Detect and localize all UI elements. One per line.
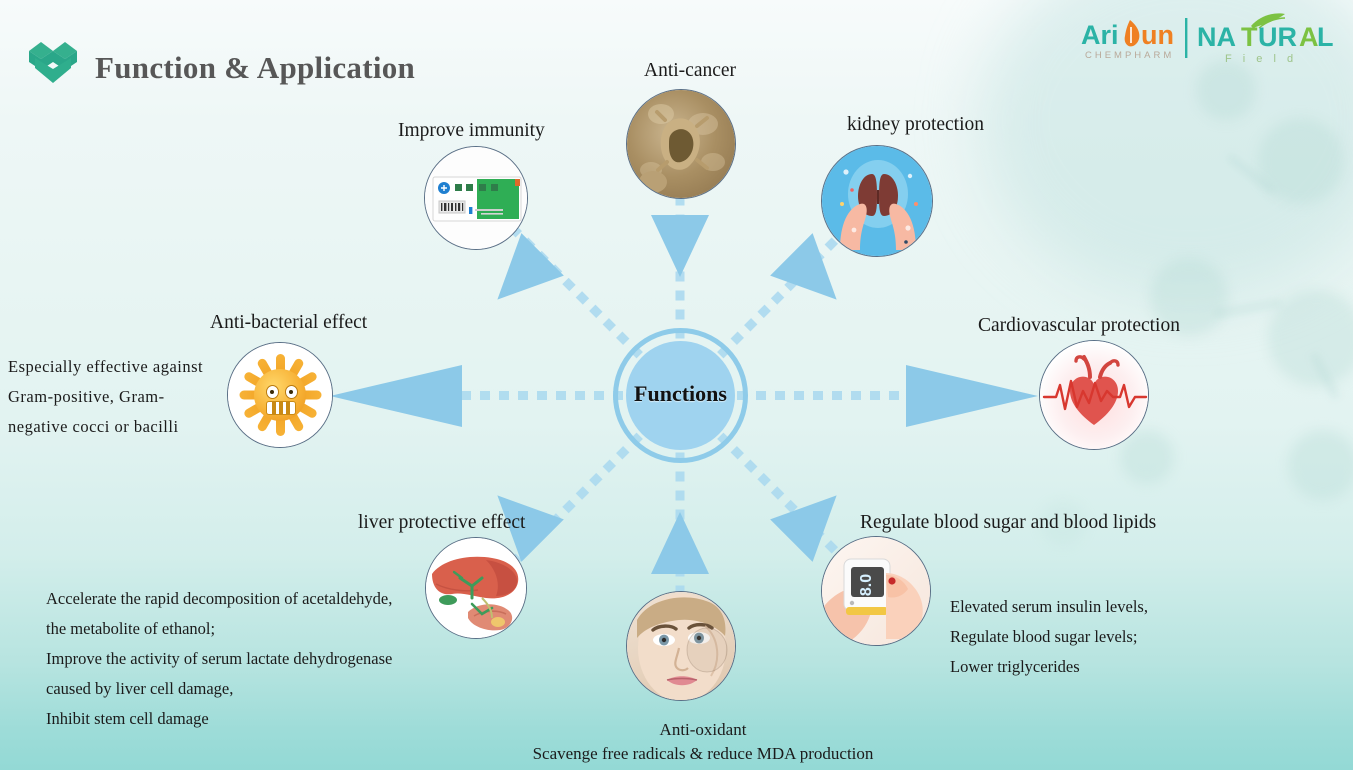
logo-icon (24, 38, 82, 88)
label-liver-protective: liver protective effect (358, 512, 526, 533)
label-cardiovascular: Cardiovascular protection (978, 315, 1180, 336)
description-liver-line1: Accelerate the rapid decomposition of ac… (46, 589, 393, 608)
description-anti-bacterial-line1: Especially effective against (8, 357, 204, 376)
description-anti-bacterial-line3: negative cocci or bacilli (8, 417, 179, 436)
spoke-line (680, 391, 930, 400)
svg-text:UR: UR (1258, 22, 1297, 52)
center-label: Functions (634, 381, 727, 406)
caption-anti-oxidant-line2: Scavenge free radicals & reduce MDA prod… (532, 744, 874, 763)
description-liver-line4: caused by liver cell damage, (46, 679, 234, 698)
description-anti-bacterial: Especially effective against Gram-positi… (8, 352, 223, 442)
description-blood-sugar-line3: Lower triglycerides (950, 657, 1080, 676)
caption-anti-oxidant: Anti-oxidant Scavenge free radicals & re… (453, 718, 953, 766)
arrow-anti-oxidant (651, 512, 709, 574)
bg-molecule-node (1288, 430, 1353, 500)
label-kidney-protection: kidney protection (847, 114, 985, 135)
node-kidney-protection[interactable] (821, 145, 933, 257)
arrow-anti-cancer (651, 215, 709, 277)
description-liver-line5: Inhibit stem cell damage (46, 709, 209, 728)
description-blood-sugar-line1: Elevated serum insulin levels, (950, 597, 1148, 616)
node-improve-immunity[interactable] (424, 146, 528, 250)
node-anti-bacterial[interactable] (227, 342, 333, 448)
bacteria-icon (228, 343, 332, 447)
svg-text:CHEMPHARM: CHEMPHARM (1085, 50, 1174, 61)
node-cardiovascular[interactable] (1039, 340, 1149, 450)
node-liver-protective[interactable] (425, 537, 527, 639)
svg-text:un: un (1141, 20, 1174, 50)
bg-molecule-node (1150, 258, 1228, 336)
svg-text:8.0: 8.0 (858, 574, 875, 596)
description-blood-sugar: Elevated serum insulin levels, Regulate … (950, 592, 1250, 682)
center-disc (626, 341, 735, 450)
svg-text:F i e l d: F i e l d (1225, 53, 1297, 65)
node-anti-cancer[interactable] (626, 89, 736, 199)
page-title: Function & Application (95, 50, 416, 85)
bg-molecule-node (1040, 500, 1086, 546)
label-anti-bacterial: Anti-bacterial effect (210, 312, 368, 333)
node-anti-oxidant[interactable] (626, 591, 736, 701)
svg-text:NA: NA (1197, 22, 1236, 52)
label-blood-sugar-lipids: Regulate blood sugar and blood lipids (860, 512, 1157, 533)
center-ring (613, 328, 748, 463)
svg-text:T: T (1241, 22, 1258, 52)
description-liver-line2: the metabolite of ethanol; (46, 619, 216, 638)
arrow-cardiovascular (906, 365, 1038, 427)
bg-molecule-node (1258, 118, 1344, 204)
svg-text:L: L (1317, 22, 1334, 52)
brand-logo: Ari un CHEMPHARM NA T UR A L F i e l d (1073, 10, 1341, 72)
label-anti-cancer: Anti-cancer (644, 60, 737, 81)
label-improve-immunity: Improve immunity (398, 120, 545, 141)
svg-text:Ari: Ari (1081, 20, 1119, 50)
bg-molecule-node (1196, 60, 1256, 120)
description-liver: Accelerate the rapid decomposition of ac… (46, 584, 466, 734)
description-blood-sugar-line2: Regulate blood sugar levels; (950, 627, 1138, 646)
description-anti-bacterial-line2: Gram-positive, Gram- (8, 387, 165, 406)
svg-text:A: A (1299, 22, 1319, 52)
arrow-anti-bacterial (330, 365, 462, 427)
bg-molecule-node (1268, 290, 1353, 386)
caption-anti-oxidant-line1: Anti-oxidant (659, 720, 747, 739)
node-blood-sugar-lipids[interactable]: 8.0 (821, 536, 931, 646)
description-liver-line3: Improve the activity of serum lactate de… (46, 649, 393, 668)
